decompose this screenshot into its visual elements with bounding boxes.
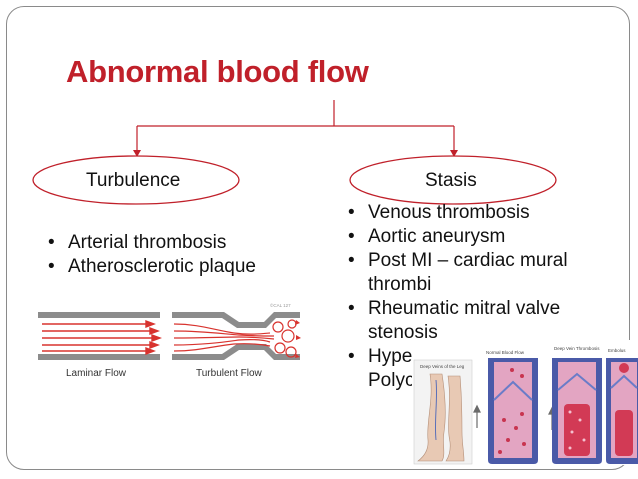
- bullet-item: Rheumatic mitral valve stenosis: [348, 297, 610, 345]
- stasis-bullet-list: Venous thrombosis Aortic aneurysm Post M…: [348, 201, 610, 393]
- laminar-flow-label: Laminar Flow: [66, 368, 127, 379]
- vein-embolus: Embolus: [606, 348, 638, 464]
- laminar-pipe: [38, 312, 162, 360]
- leg-caption: Deep Veins of the Leg: [420, 364, 465, 369]
- turbulent-flow-label: Turbulent Flow: [196, 368, 263, 379]
- bullet-item: Arterial thrombosis: [48, 231, 298, 255]
- turbulence-label: Turbulence: [86, 170, 181, 191]
- turbulent-pipe: [172, 312, 301, 360]
- panel-label: Deep Vein Thrombosis: [554, 346, 600, 351]
- bullet-item: Venous thrombosis: [348, 201, 610, 225]
- venous-thrombosis-illustration: Deep Veins of the Leg Normal Blood Flow: [412, 340, 638, 465]
- vein-normal: Normal Blood Flow: [486, 350, 538, 464]
- bullet-item: Atherosclerotic plaque: [48, 255, 298, 279]
- leg-inset: Deep Veins of the Leg: [413, 359, 473, 465]
- bullet-text: Polyc: [368, 370, 415, 391]
- bullet-text: Hype: [368, 346, 413, 367]
- panel-label: Embolus: [608, 348, 626, 353]
- stasis-label: Stasis: [425, 170, 477, 191]
- panel-label: Normal Blood Flow: [486, 350, 525, 355]
- turbulence-bullet-list: Arterial thrombosis Atherosclerotic plaq…: [48, 231, 298, 279]
- slide-title: Abnormal blood flow: [66, 54, 369, 89]
- bullet-item: Aortic aneurysm: [348, 225, 610, 249]
- vein-dvt: Deep Vein Thrombosis: [552, 346, 602, 464]
- corner-mark: ©CAL 127: [270, 302, 291, 308]
- slide-frame: [6, 6, 630, 470]
- bullet-item: Post MI – cardiac mural thrombi: [348, 249, 610, 297]
- flow-comparison-figure: ©CAL 127 Laminar Flow Turbulent Flow: [38, 302, 301, 379]
